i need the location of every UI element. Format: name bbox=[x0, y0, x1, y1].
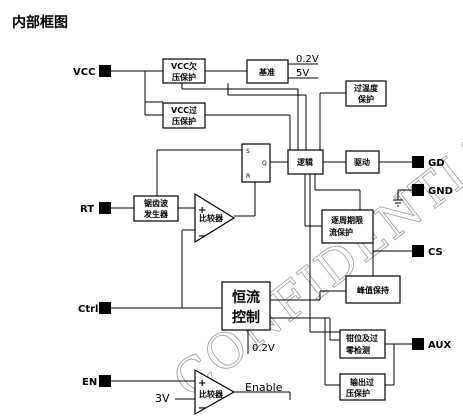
svg-text:−: − bbox=[198, 403, 206, 414]
reference-block: 基准 bbox=[246, 59, 289, 84]
svg-text:+: + bbox=[198, 378, 206, 389]
comparator-2: + − 比较器 bbox=[194, 368, 236, 416]
sawtooth-block: 锯齿波 发生器 bbox=[133, 195, 179, 222]
svg-text:压保护: 压保护 bbox=[172, 72, 196, 82]
peak-hold-block: 峰值保持 bbox=[345, 275, 401, 304]
svg-text:恒流: 恒流 bbox=[232, 289, 260, 306]
svg-text:基准: 基准 bbox=[258, 67, 275, 77]
ref-5v-label: 5V bbox=[296, 68, 309, 79]
logic-block: 逻辑 bbox=[287, 149, 324, 175]
comparator-1: + − 比较器 bbox=[194, 192, 236, 244]
clamp-zero-detect-block: 钳位及过 零检测 bbox=[339, 329, 386, 359]
svg-text:+: + bbox=[198, 205, 206, 216]
output-ovp-block: 输出过 压保护 bbox=[339, 373, 386, 401]
svg-text:零检测: 零检测 bbox=[345, 345, 370, 355]
svg-text:压保护: 压保护 bbox=[172, 116, 196, 126]
pin-vcc-label: VCC bbox=[73, 67, 95, 78]
pin-vcc bbox=[99, 65, 111, 77]
svg-text:流保护: 流保护 bbox=[329, 227, 353, 237]
svg-text:比较器: 比较器 bbox=[199, 213, 224, 223]
svg-text:驱动: 驱动 bbox=[354, 157, 370, 167]
cycle-limit-block: 逐周期限 流保护 bbox=[321, 209, 374, 244]
svg-text:逻辑: 逻辑 bbox=[296, 157, 313, 167]
svg-text:锯齿波: 锯齿波 bbox=[144, 198, 169, 208]
svg-text:过温度: 过温度 bbox=[354, 83, 379, 93]
vcc-ovp-block: VCC过 压保护 bbox=[162, 102, 206, 129]
pin-gnd bbox=[412, 184, 424, 196]
sr-latch-block: S R Q bbox=[241, 143, 271, 183]
svg-text:输出过: 输出过 bbox=[350, 377, 374, 387]
svg-text:逐周期限: 逐周期限 bbox=[331, 215, 363, 225]
svg-text:−: − bbox=[198, 231, 206, 242]
pin-gnd-label: GND bbox=[428, 186, 453, 197]
pin-cs-label: CS bbox=[428, 247, 443, 258]
pin-en-label: EN bbox=[82, 377, 97, 388]
en-3v-label: 3V bbox=[155, 392, 170, 405]
svg-text:保护: 保护 bbox=[357, 94, 374, 104]
pin-aux bbox=[412, 338, 424, 350]
pin-en bbox=[99, 375, 111, 387]
pin-rt bbox=[99, 202, 111, 214]
wires bbox=[111, 63, 412, 400]
svg-text:VCC欠: VCC欠 bbox=[171, 61, 197, 71]
enable-label: Enable bbox=[245, 381, 283, 394]
pin-gd bbox=[412, 156, 424, 168]
driver-block: 驱动 bbox=[345, 150, 380, 174]
ref-0v2-label: 0.2V bbox=[296, 54, 319, 65]
svg-text:R: R bbox=[246, 173, 250, 180]
pin-rt-label: RT bbox=[80, 204, 94, 215]
svg-text:钳位及过: 钳位及过 bbox=[346, 333, 378, 343]
pins: VCC RT Ctrl EN GD GND CS AUX bbox=[73, 65, 453, 388]
page-title: 内部框图 bbox=[12, 15, 68, 31]
svg-text:Q: Q bbox=[262, 160, 267, 167]
svg-text:控制: 控制 bbox=[232, 309, 260, 326]
pin-cs bbox=[412, 245, 424, 257]
over-temp-block: 过温度 保护 bbox=[345, 80, 387, 107]
pin-aux-label: AUX bbox=[428, 340, 452, 351]
cc-0v2-label: 0.2V bbox=[252, 343, 275, 354]
svg-text:发生器: 发生器 bbox=[143, 209, 169, 219]
svg-text:VCC过: VCC过 bbox=[171, 105, 197, 115]
pin-ctrl-label: Ctrl bbox=[78, 304, 98, 315]
svg-text:压保护: 压保护 bbox=[346, 388, 370, 398]
svg-text:峰值保持: 峰值保持 bbox=[357, 285, 389, 295]
svg-text:比较器: 比较器 bbox=[199, 389, 224, 399]
constant-current-block: 恒流 控制 bbox=[221, 281, 271, 331]
pin-ctrl bbox=[99, 302, 111, 314]
svg-text:S: S bbox=[246, 148, 250, 155]
pin-gd-label: GD bbox=[428, 158, 445, 169]
vcc-uvlo-block: VCC欠 压保护 bbox=[162, 58, 206, 84]
